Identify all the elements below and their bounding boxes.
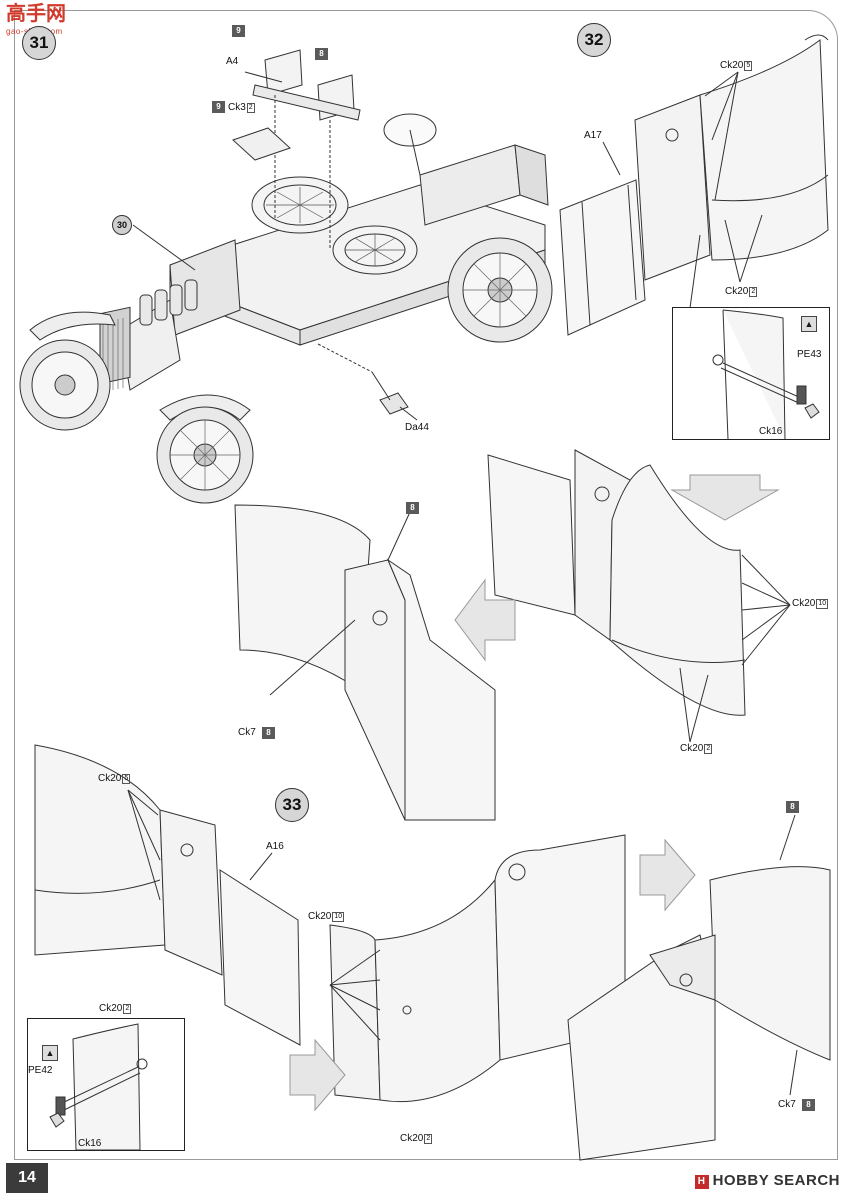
label-ck7-bottom: Ck7: [778, 1099, 796, 1110]
chassis-illustration: [19, 49, 553, 504]
detail-inset-pe42: ▲: [27, 1018, 185, 1151]
armor-panel-step32: [559, 34, 829, 441]
paint-badge-9-seat: 9: [232, 25, 245, 37]
part-ref-30: 30: [112, 215, 132, 235]
paint-badge-8-seat: 8: [315, 48, 328, 60]
step-number-33: 33: [275, 788, 309, 822]
label-pe43: PE43: [797, 349, 822, 360]
watermark-logo: 高手网: [6, 3, 66, 25]
paint-badge-8-ck7-bottom: 8: [802, 1099, 815, 1111]
paint-badge-9-pad: 9: [212, 101, 225, 113]
rear-wheel: [447, 237, 553, 343]
label-a16: A16: [266, 841, 284, 852]
armor-panel-step33-left: [34, 744, 301, 1046]
detail-inset-pe43: ▲: [672, 307, 830, 440]
step-number-32: 32: [577, 23, 611, 57]
front-right-wheel: [156, 406, 254, 504]
page-number: 14: [6, 1163, 48, 1193]
label-a4: A4: [226, 56, 239, 67]
hobby-search-text: HOBBY SEARCH: [712, 1172, 840, 1189]
armor-panel-mid-right: [487, 449, 791, 743]
paint-badge-8-mid: 8: [406, 502, 419, 514]
photo-etch-icon: ▲: [42, 1045, 58, 1061]
step-number-31: 31: [22, 26, 56, 60]
label-ck16-bottom: Ck16: [78, 1138, 102, 1149]
page-frame: [14, 10, 838, 1160]
armor-panel-step33-right: [567, 814, 831, 1161]
hobby-search-mark-icon: H: [694, 1175, 709, 1189]
direction-arrows: [289, 474, 780, 1112]
label-a17: A17: [584, 130, 602, 141]
label-pe42: PE42: [28, 1065, 53, 1076]
paint-badge-8-ck7: 8: [262, 727, 275, 739]
label-da44: Da44: [405, 422, 429, 433]
armor-panel-mid-left: [234, 504, 496, 821]
label-ck7-mid: Ck7: [238, 727, 256, 738]
inset-drawing-pe43: [712, 309, 820, 440]
front-left-wheel: [19, 339, 111, 431]
paint-badge-8-right: 8: [786, 801, 799, 813]
label-ck16-top: Ck16: [759, 426, 783, 437]
inset-drawing-pe42: [49, 1023, 148, 1151]
photo-etch-icon: ▲: [801, 316, 817, 332]
